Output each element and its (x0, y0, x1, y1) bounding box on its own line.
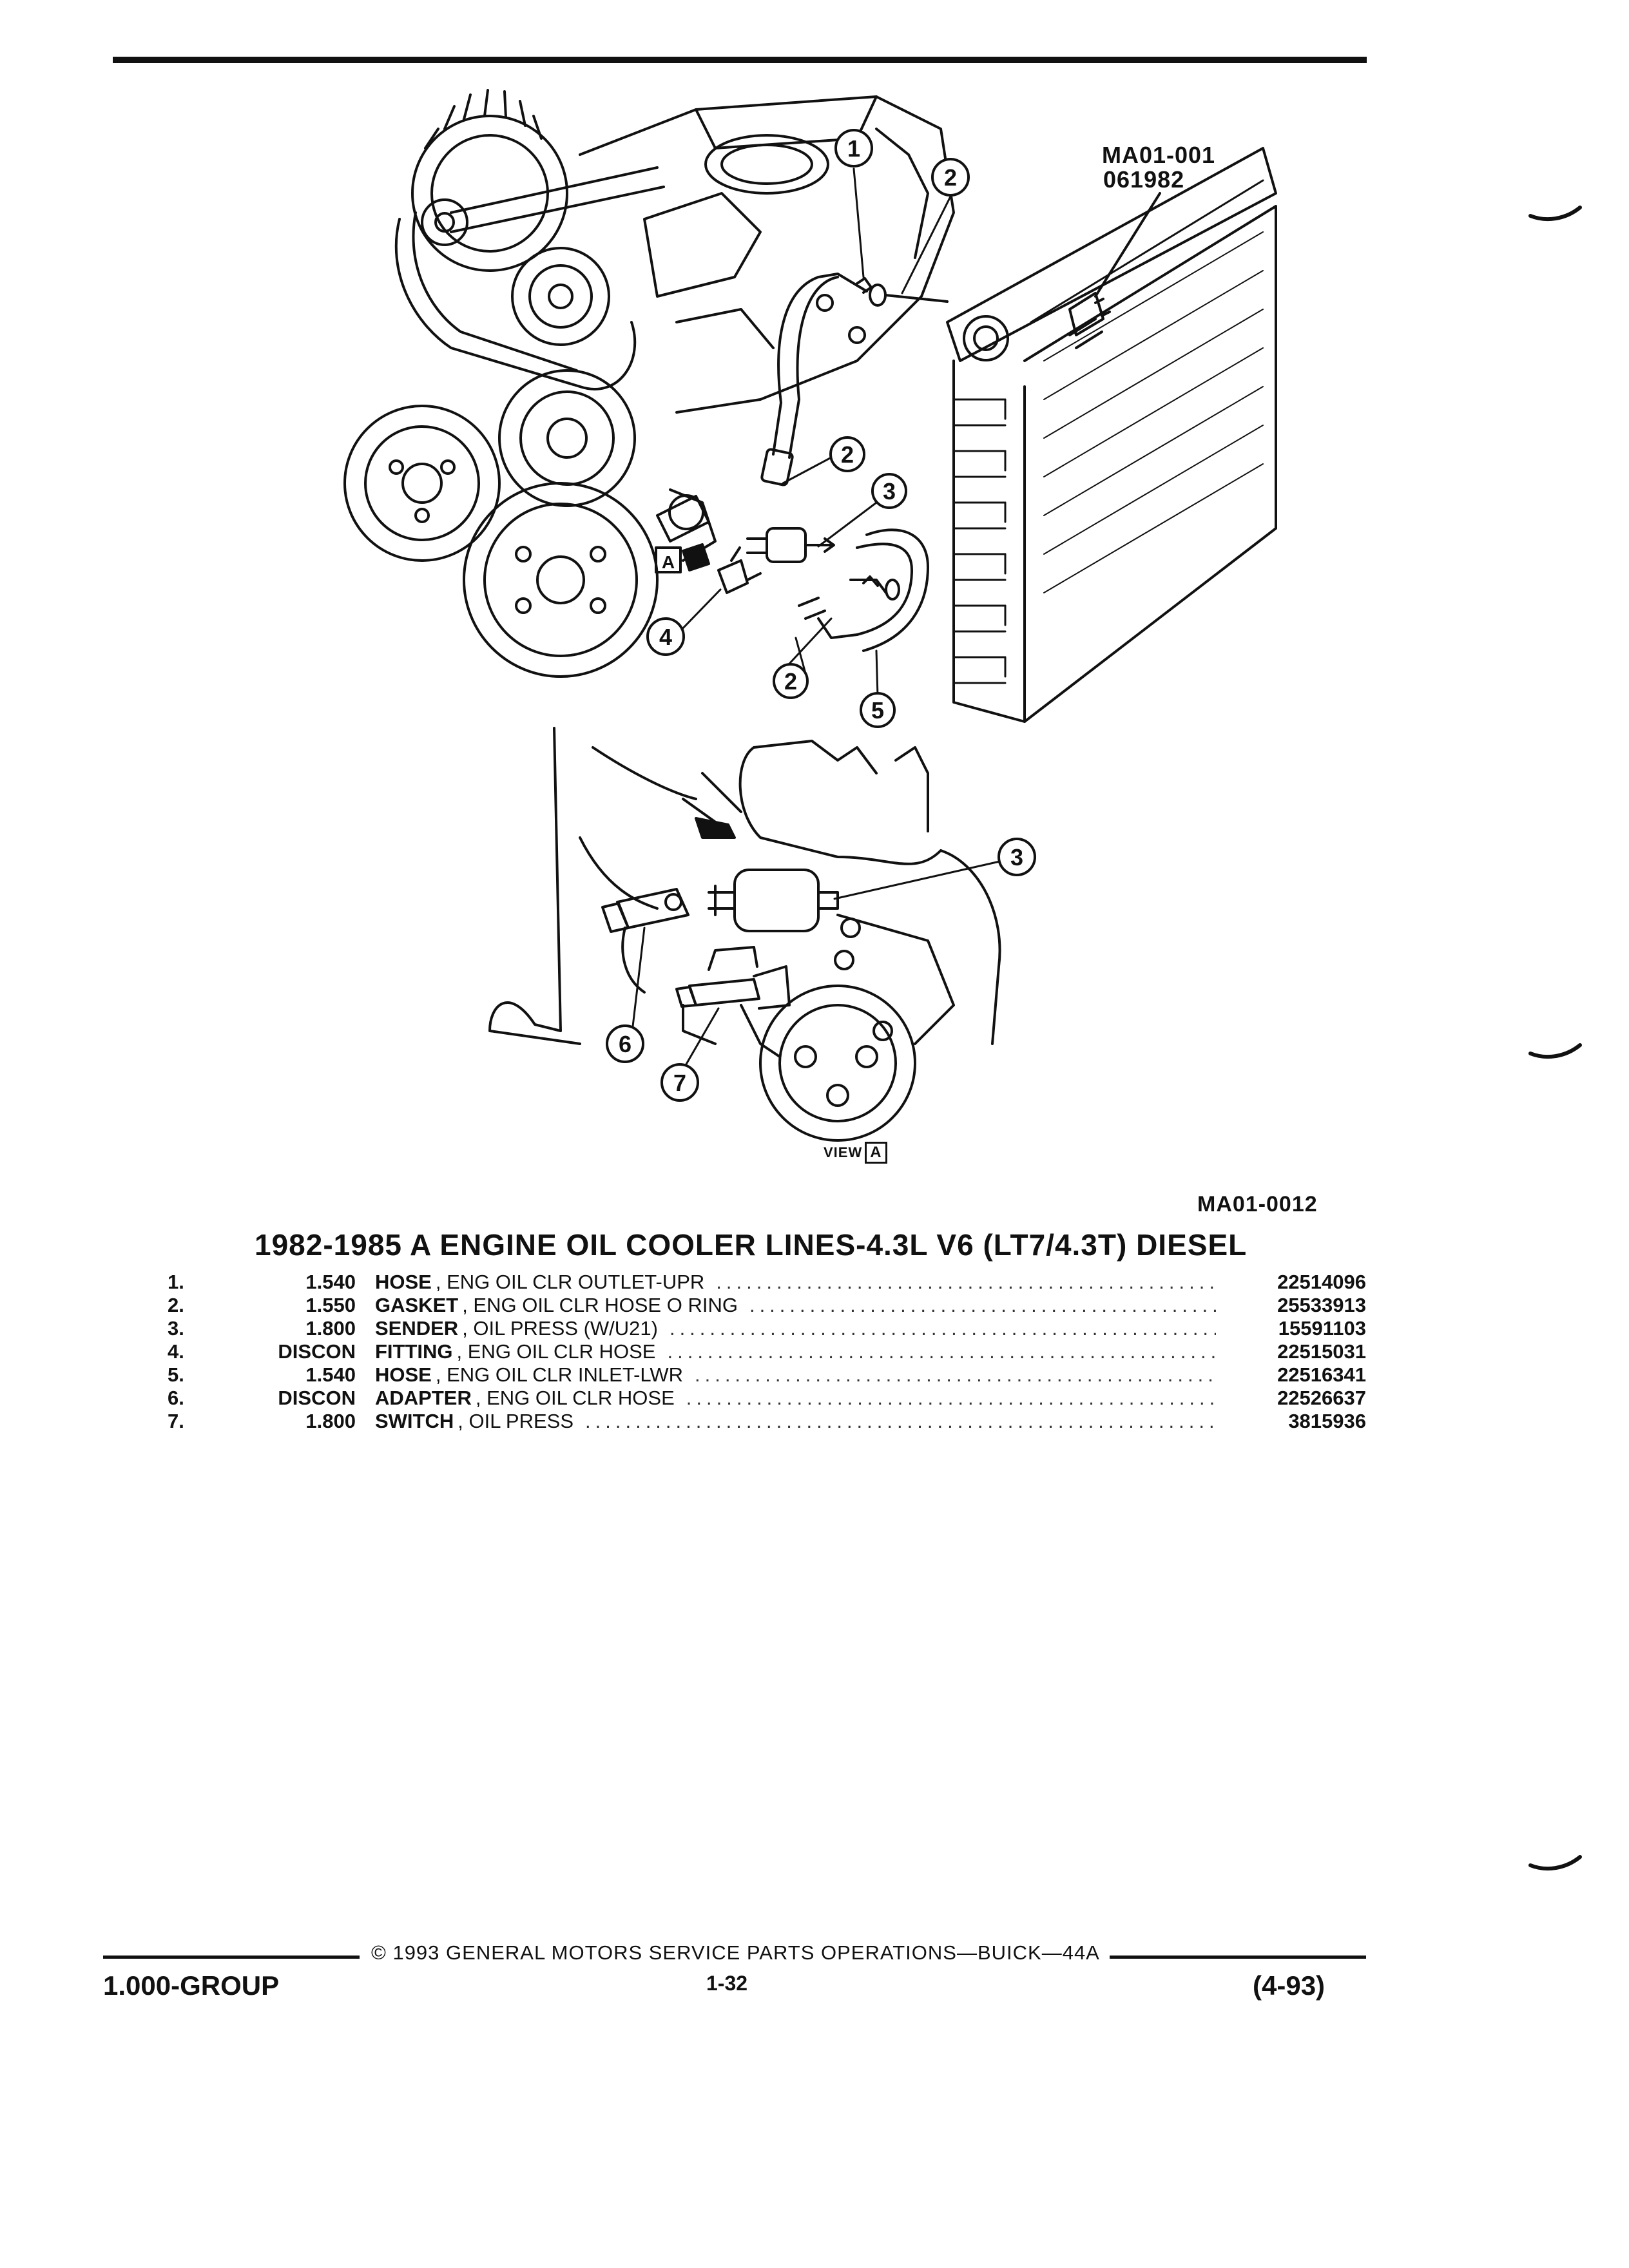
item-description: , OIL PRESS (W/U21) (462, 1317, 658, 1340)
leader-dots: ........................................… (667, 1340, 1216, 1363)
figure-ref-code: MA01-001 (1102, 142, 1216, 168)
top-rule (113, 57, 1367, 63)
callout-4: 4 (659, 624, 672, 650)
item-description: , ENG OIL CLR HOSE O RING (462, 1294, 738, 1316)
item-qty: DISCON (278, 1387, 356, 1409)
item-qty: 1.550 (305, 1294, 356, 1316)
callout-2: 2 (841, 441, 854, 468)
parts-list-row: 4. DISCON FITTING , ENG OIL CLR HOSE ...… (168, 1340, 1366, 1363)
item-name: SENDER (375, 1317, 459, 1340)
item-description: , ENG OIL CLR INLET-LWR (435, 1363, 683, 1386)
callout-5: 5 (871, 697, 884, 724)
item-part-number: 15591103 (1278, 1317, 1366, 1340)
item-part-number: 22516341 (1277, 1363, 1366, 1386)
callout-2: 2 (784, 668, 797, 695)
item-description: , ENG OIL CLR HOSE (475, 1387, 675, 1409)
leader-dots: ........................................… (749, 1294, 1216, 1316)
callout-2: 2 (944, 164, 957, 191)
leader-dots: ........................................… (716, 1271, 1216, 1293)
item-part-number: 22515031 (1277, 1340, 1366, 1363)
item-description: , ENG OIL CLR OUTLET-UPR (435, 1271, 705, 1293)
footer-group: 1.000-GROUP (103, 1970, 280, 2001)
callout-1: 1 (847, 135, 860, 162)
item-description: , OIL PRESS (458, 1410, 574, 1432)
item-index: 6. (168, 1387, 184, 1409)
footer-page-number: 1-32 (706, 1972, 748, 1995)
parts-list-row: 7. 1.800 SWITCH , OIL PRESS ............… (168, 1410, 1366, 1433)
item-name: SWITCH (375, 1410, 454, 1432)
item-qty: 1.800 (305, 1410, 356, 1432)
item-name: GASKET (375, 1294, 459, 1316)
item-part-number: 3815936 (1288, 1410, 1366, 1432)
item-qty: 1.540 (305, 1363, 356, 1386)
item-index: 4. (168, 1340, 184, 1363)
parts-list: 1. 1.540 HOSE , ENG OIL CLR OUTLET-UPR .… (168, 1271, 1366, 1433)
margin-binding-mark (1528, 1043, 1582, 1059)
parts-list-row: 5. 1.540 HOSE , ENG OIL CLR INLET-LWR ..… (168, 1363, 1366, 1387)
item-name: HOSE (375, 1271, 432, 1293)
callout-7: 7 (673, 1070, 686, 1096)
item-index: 2. (168, 1294, 184, 1316)
parts-list-row: 6. DISCON ADAPTER , ENG OIL CLR HOSE ...… (168, 1387, 1366, 1410)
item-part-number: 22526637 (1277, 1387, 1366, 1409)
item-index: 5. (168, 1363, 184, 1386)
parts-list-row: 3. 1.800 SENDER , OIL PRESS (W/U21) ....… (168, 1317, 1366, 1340)
margin-binding-mark (1528, 1855, 1582, 1871)
footer-copyright: © 1993 GENERAL MOTORS SERVICE PARTS OPER… (371, 1941, 1100, 1964)
footer-rule-left (103, 1956, 360, 1959)
view-marker-letter: A (662, 552, 675, 572)
item-part-number: 25533913 (1277, 1294, 1366, 1316)
item-qty: DISCON (278, 1340, 356, 1363)
callout-circles (606, 129, 1036, 1102)
item-part-number: 22514096 (1277, 1271, 1366, 1293)
item-qty: 1.800 (305, 1317, 356, 1340)
leader-dots: ........................................… (694, 1363, 1216, 1386)
item-description: , ENG OIL CLR HOSE (456, 1340, 656, 1363)
item-name: HOSE (375, 1363, 432, 1386)
engine-oil-cooler-illustration: A 1 2 2 3 2 5 4 3 6 7 (343, 89, 1277, 1142)
view-a-detail (488, 727, 1001, 1142)
item-index: 7. (168, 1410, 184, 1432)
leader-dots: ........................................… (585, 1410, 1216, 1432)
parts-list-row: 1. 1.540 HOSE , ENG OIL CLR OUTLET-UPR .… (168, 1271, 1366, 1294)
footer-date: (4-93) (1253, 1970, 1325, 2001)
callout-3: 3 (1010, 844, 1023, 870)
item-name: FITTING (375, 1340, 453, 1363)
item-name: ADAPTER (375, 1387, 472, 1409)
callout-leaders (631, 168, 1007, 1068)
parts-list-row: 2. 1.550 GASKET , ENG OIL CLR HOSE O RIN… (168, 1294, 1366, 1317)
figure-ref-date: 061982 (1103, 166, 1185, 193)
leader-dots: ........................................… (686, 1387, 1216, 1409)
view-word: VIEW (824, 1144, 863, 1160)
leader-dots: ........................................… (669, 1317, 1216, 1340)
margin-binding-mark (1528, 206, 1582, 222)
engine-upper-view (343, 89, 1277, 723)
figure-code: MA01-0012 (1197, 1192, 1318, 1216)
callout-6: 6 (619, 1031, 631, 1057)
item-qty: 1.540 (305, 1271, 356, 1293)
view-letter-box: A (865, 1142, 887, 1164)
page-title: 1982-1985 A ENGINE OIL COOLER LINES-4.3L… (255, 1228, 1248, 1262)
item-index: 3. (168, 1317, 184, 1340)
item-index: 1. (168, 1271, 184, 1293)
callout-3: 3 (883, 478, 896, 505)
footer-rule-right (1110, 1956, 1366, 1959)
